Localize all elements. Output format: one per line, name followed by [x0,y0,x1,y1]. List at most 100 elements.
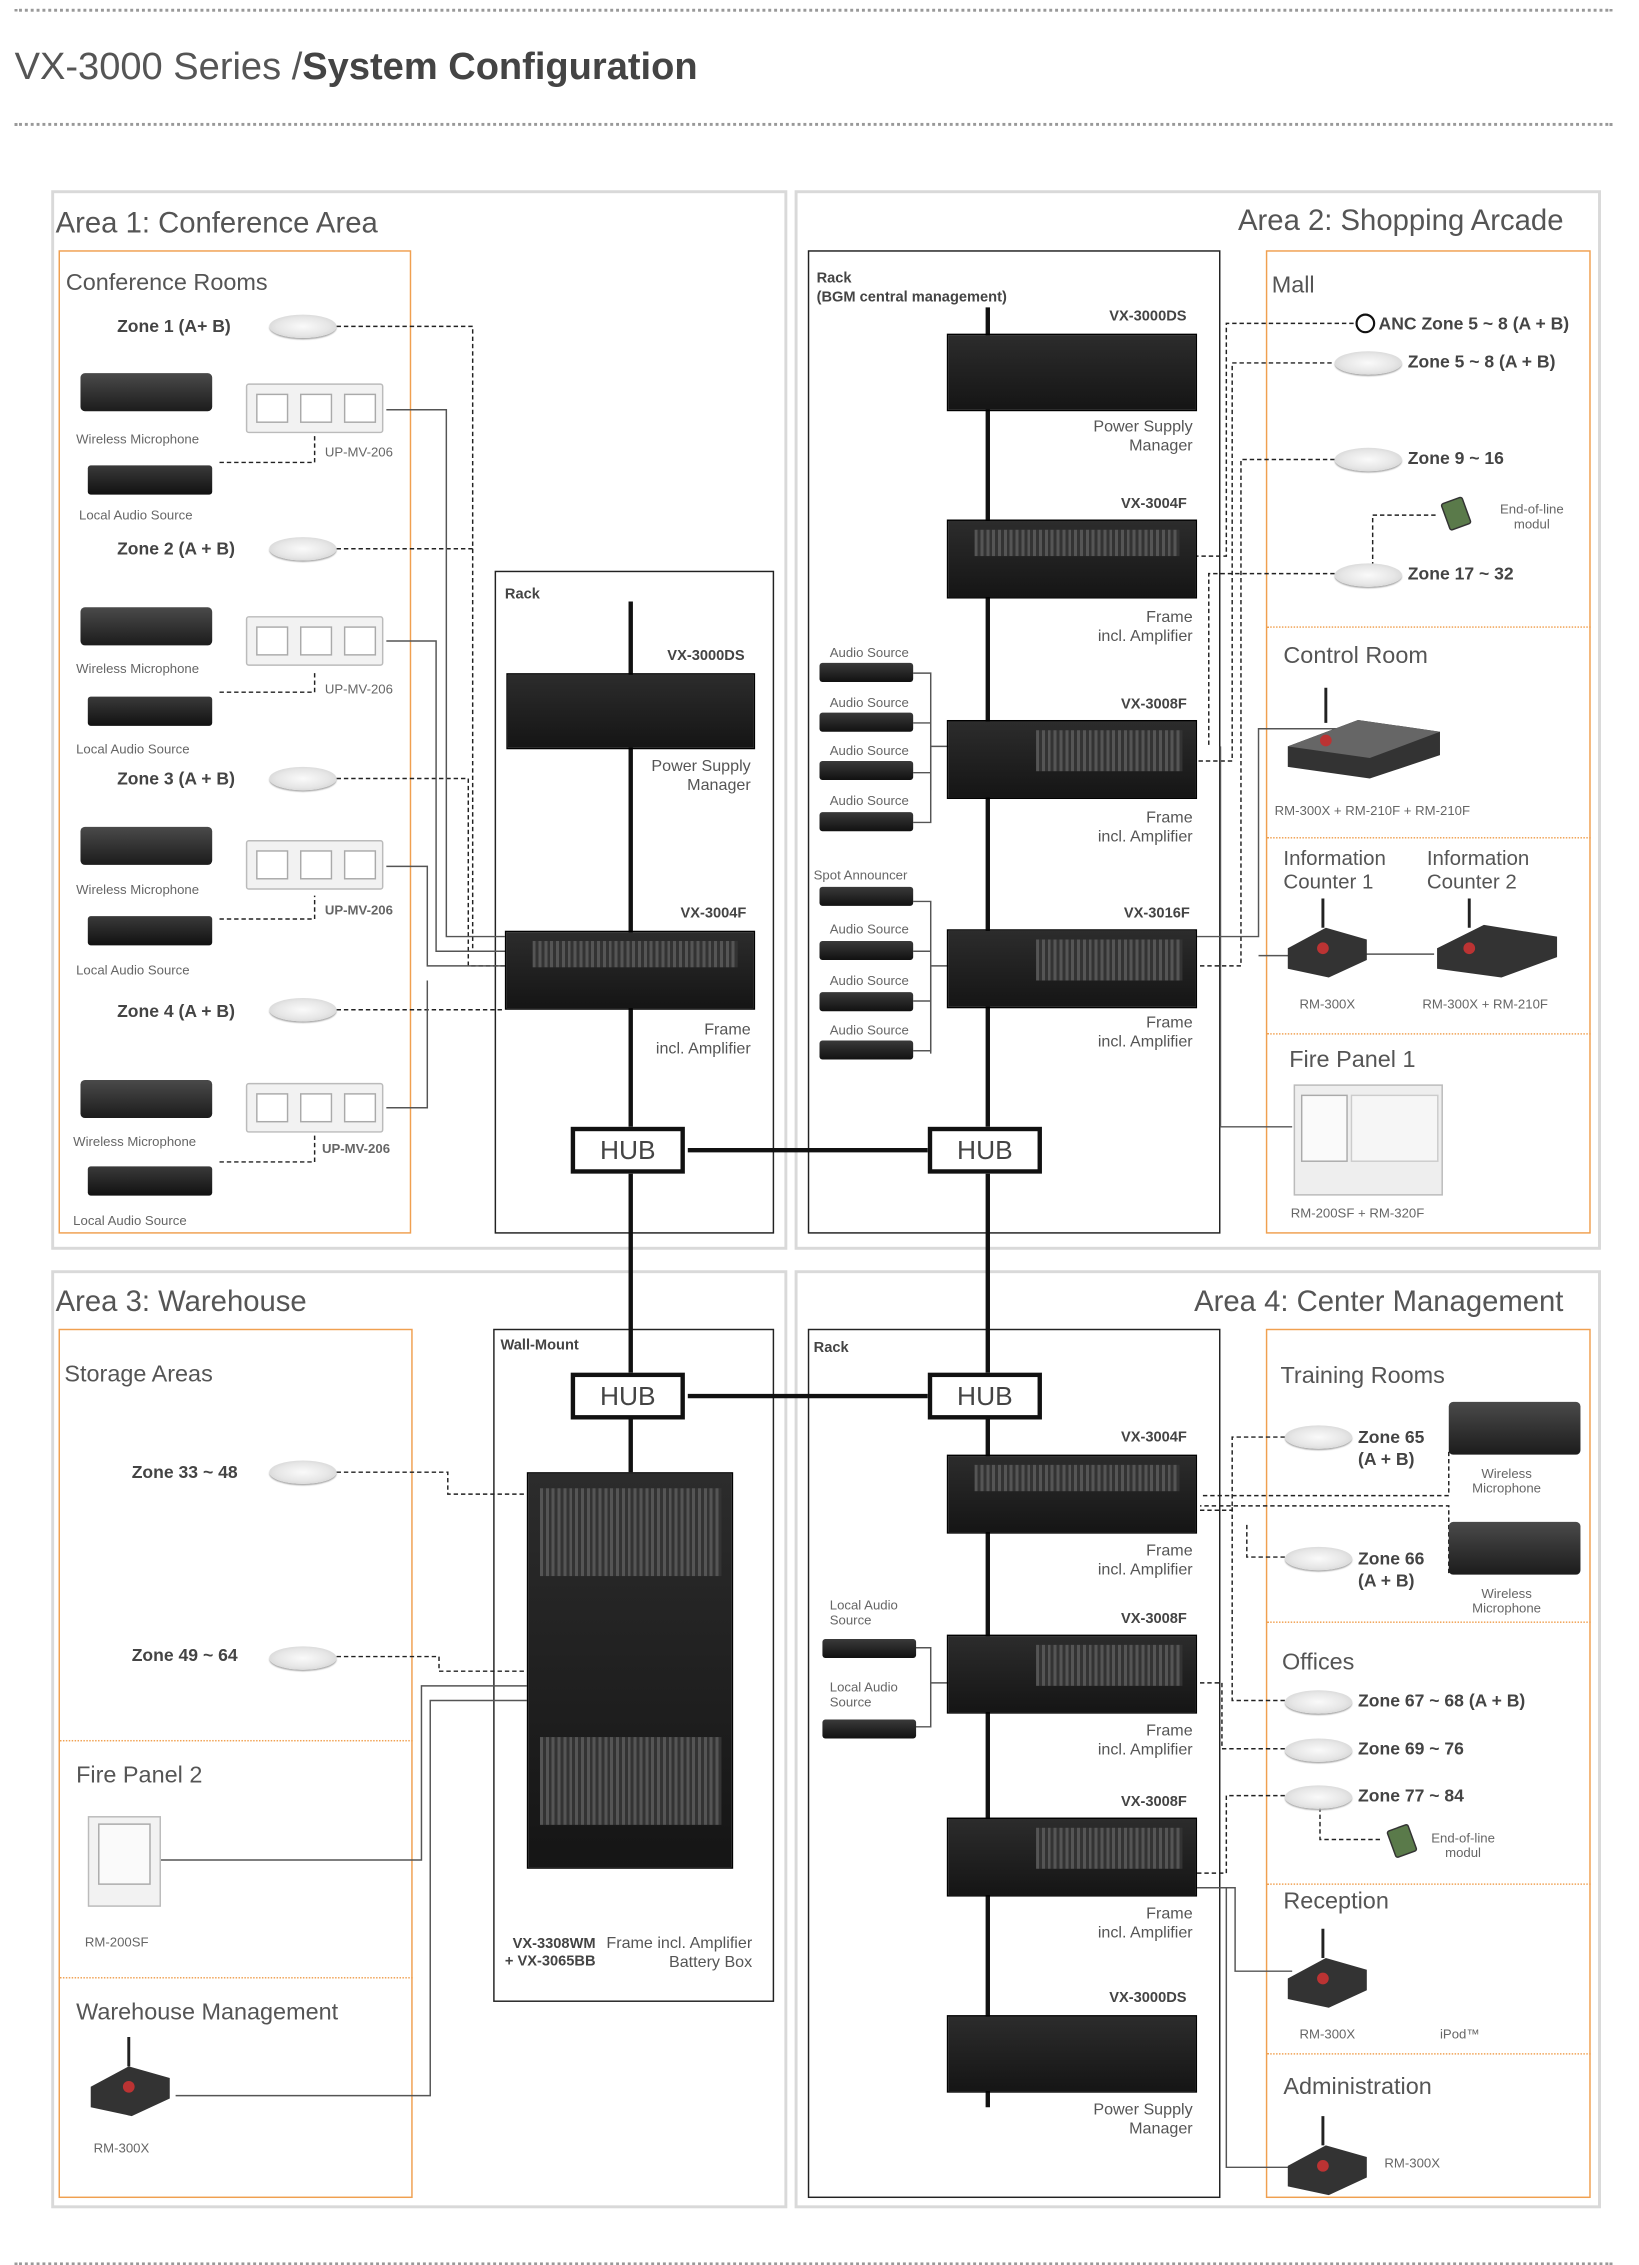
frame-amplifier-unit [946,1454,1198,1534]
wall-mount-frame-unit [526,1472,734,1869]
series-label: VX-3000 Series / [14,43,303,88]
ceiling-speaker-icon [269,766,337,791]
hub-area-4: HUB [927,1372,1042,1420]
area-3-title: Area 3: Warehouse [55,1286,307,1319]
frame-model: VX-3004F [680,905,747,922]
frame-model: VX-3004F [1120,1429,1187,1446]
ceiling-speaker-icon [269,1646,337,1670]
caption-line: (A + B) [1358,1570,1415,1591]
audio-source-icon [819,812,914,832]
caption-line: Information [1283,845,1386,870]
caption-line: VX-3308WM [512,1936,596,1953]
conference-rooms-title: Conference Rooms [65,270,268,296]
spot-announcer-icon [819,886,914,906]
zone-3-label: Zone 3 (A + B) [117,768,235,789]
wireless-mic-label: Wireless Microphone [76,882,200,898]
audio-source-label: Audio Source [829,1022,909,1038]
info-2-device: RM-300X + RM-210F [1422,996,1548,1012]
conference-rooms-box [58,250,412,1234]
area-2-zones-box [1265,250,1591,1234]
zone-4-label: Zone 4 (A + B) [117,1000,235,1022]
zone-33-48-label: Zone 33 ~ 48 [131,1461,238,1483]
wall-panel-icon [245,1082,384,1133]
area-4-title: Area 4: Center Management [1194,1286,1564,1319]
hub-area-2: HUB [927,1126,1042,1174]
divider [1265,2053,1591,2055]
fire-panel-1-device: RM-200SF + RM-320F [1290,1205,1425,1221]
training-rooms-title: Training Rooms [1280,1363,1445,1389]
caption-line: Power Supply [1093,418,1193,437]
audio-source-icon [819,992,914,1012]
reception-title: Reception [1283,1889,1389,1915]
divider [1265,626,1591,628]
caption-line: incl. Amplifier [1097,1741,1193,1760]
rack-area-4 [807,1328,1221,2199]
remote-microphone-console-icon [1287,687,1440,779]
fire-panel-icon [1293,1084,1443,1196]
ds-model: VX-3000DS [1109,308,1187,325]
caption-line: Local Audio [829,1598,898,1613]
info-1-device: RM-300X [1299,996,1356,1012]
local-audio-label: Local Audio Source [79,507,193,523]
frame-model: VX-3004F [1120,496,1187,513]
audio-source-icon [819,760,914,780]
hub-area-1: HUB [570,1126,685,1174]
caption-line: Counter 2 [1426,869,1517,893]
ceiling-speaker-icon [1334,447,1402,472]
area-1 [51,190,788,1250]
audio-source-label: Audio Source [829,743,909,759]
remote-microphone-console-icon [1437,898,1558,978]
caption-line: Microphone [1472,1600,1542,1616]
control-room-title: Control Room [1283,643,1428,669]
ceiling-speaker-icon [1284,1785,1353,1809]
zone-5-8-label: Zone 5 ~ 8 (A + B) [1407,351,1556,372]
local-audio-source-icon [822,1719,917,1739]
caption-line: Battery Box [668,1953,753,1972]
caption-line: Local Audio [829,1679,898,1695]
warehouse-management-title: Warehouse Management [76,2000,339,2026]
area-3 [51,1270,788,2209]
audio-source-icon [819,712,914,732]
audio-source-label: Audio Source [829,921,909,937]
caption-line: Frame [1146,1905,1193,1923]
audio-source-label: Audio Source [829,793,909,808]
ipod-label: iPod™ [1439,2026,1480,2042]
panel-model: UP-MV-206 [324,902,393,918]
rack-subtitle: (BGM central management) [816,289,1007,306]
wall-panel-icon [245,383,384,434]
zone-49-64-label: Zone 49 ~ 64 [131,1644,238,1666]
rack-area-1 [494,570,775,1234]
caption-line: Counter 1 [1283,869,1374,893]
zone-67-68-label: Zone 67 ~ 68 (A + B) [1358,1690,1526,1711]
wall-mount-rack [493,1328,775,2002]
ds-model: VX-3000DS [1109,1990,1187,2007]
wireless-microphone-icon [1448,1521,1581,1575]
fire-panel-1-title: Fire Panel 1 [1289,1047,1416,1073]
caption-line: + VX-3065BB [504,1953,596,1970]
rack-title: Rack [816,270,852,287]
frame-amplifier-unit [504,930,756,1010]
caption-line: Frame incl. Amplifier [606,1934,753,1953]
zone-77-84-label: Zone 77 ~ 84 [1358,1785,1464,1806]
remote-microphone-icon [1287,2116,1367,2196]
hub-area-3: HUB [570,1372,685,1420]
top-rule [14,8,1613,12]
caption-line: incl. Amplifier [655,1040,751,1059]
remote-microphone-icon [90,2037,170,2117]
local-audio-label: Local Audio Source [73,1213,187,1228]
caption-line: incl. Amplifier [1097,828,1193,846]
zone-2-label: Zone 2 (A + B) [117,538,235,560]
warehouse-mgmt-device: RM-300X [93,2140,150,2156]
caption-line: Frame [1146,809,1193,827]
caption-line: modul [1445,1845,1481,1860]
ceiling-speaker-icon [269,1460,337,1484]
wireless-microphone-icon [80,1079,213,1119]
wall-panel-icon [245,616,384,666]
